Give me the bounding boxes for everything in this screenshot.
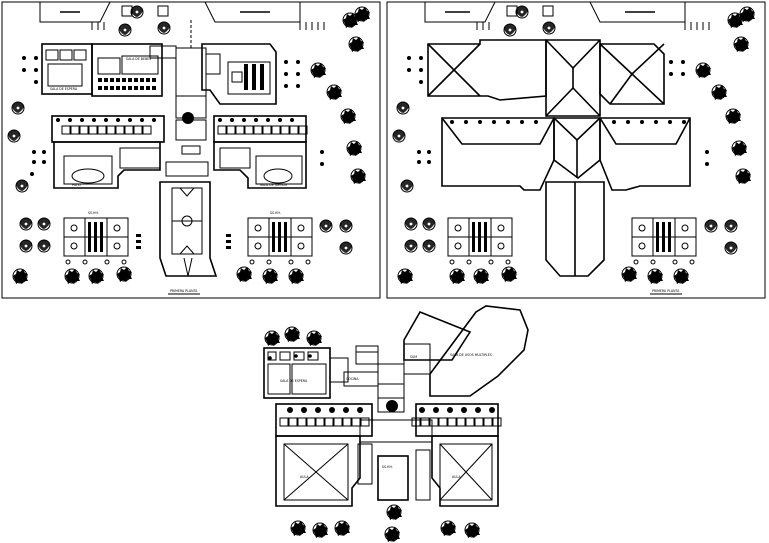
bottom-label-1: SALA DE ESPERA xyxy=(280,379,308,383)
left-label-6: SS.HH. xyxy=(270,211,281,215)
bottom-plan: SALA DE ESPERA SALA DE USOS MULTIPLES SU… xyxy=(263,305,529,543)
left-label-4: SALA DE JUEGOS xyxy=(260,183,287,187)
bottom-label-2: SALA DE USOS MULTIPLES xyxy=(450,353,492,357)
left-sheet: SALA DE ESPERA SALA DE BEBES xyxy=(1,1,381,299)
bottom-label-5: AULA xyxy=(300,475,309,479)
bottom-label-3: SUM xyxy=(410,355,417,359)
bottom-label-7: SS.HH. xyxy=(382,465,393,469)
left-label-3: PATIO xyxy=(72,183,82,187)
right-sheet-title: PRIMERA PLANTA xyxy=(652,289,680,293)
right-sheet: PRIMERA PLANTA xyxy=(386,1,766,299)
left-sheet-title: PRIMERA PLANTA xyxy=(170,289,198,293)
left-label-1: SALA DE ESPERA xyxy=(50,87,78,91)
bottom-label-4: COCINA xyxy=(346,377,359,381)
left-label-5: SS.HH. xyxy=(88,211,99,215)
left-label-2: SALA DE BEBES xyxy=(126,57,151,61)
bottom-label-6: AULA xyxy=(452,475,461,479)
